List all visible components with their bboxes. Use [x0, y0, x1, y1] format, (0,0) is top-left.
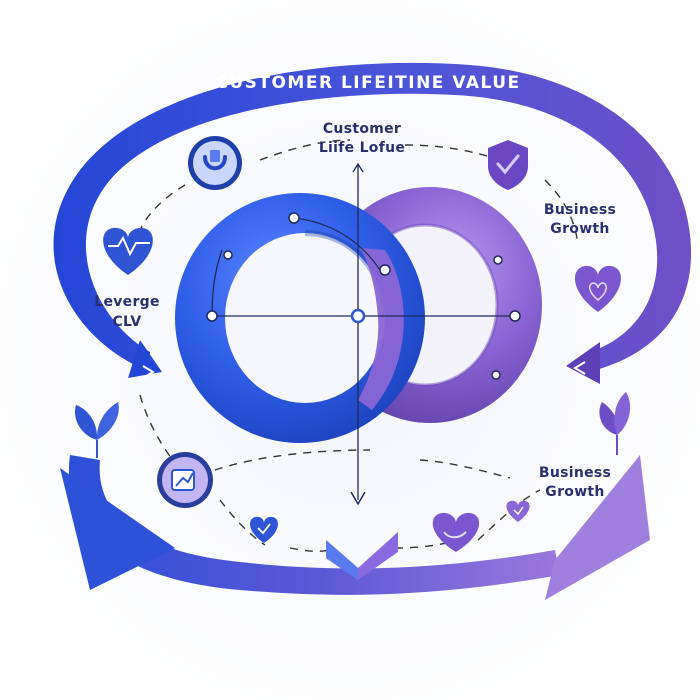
chevron-down-icon [326, 532, 398, 580]
leaf-left-icon [74, 402, 119, 458]
right-top-label-line2: Growth [550, 221, 609, 237]
right-arrow-marker [573, 361, 586, 375]
center-label-line1: Customer [323, 121, 401, 137]
left-label-line2: CLV [112, 314, 141, 330]
left-arrow-marker [142, 365, 155, 379]
bottom-arc [68, 455, 560, 595]
leaf-right-icon [599, 392, 631, 455]
left-label-line1: Leverge [94, 294, 160, 310]
axis-arrow-bottom [350, 491, 366, 506]
bottom-arc-right-head [545, 455, 650, 600]
center-label: Customer Liife Lofue [319, 121, 405, 156]
top-arc [53, 62, 692, 372]
right-top-label: Business Growth [544, 202, 616, 237]
axis-arrow-top [352, 162, 364, 173]
heart-pulse-icon [103, 227, 153, 275]
heart-icon [575, 265, 621, 312]
blue-ring [175, 193, 425, 443]
heart-check-icon [432, 512, 480, 552]
top-arc-left-head [128, 340, 162, 378]
right-top-label-line1: Business [544, 202, 616, 218]
left-label: Leverge CLV [94, 294, 160, 330]
magnet-icon [188, 136, 242, 190]
right-bottom-label-line2: Growth [545, 484, 604, 500]
heart-small-icon [250, 516, 278, 543]
leaf-heart-icon [506, 500, 530, 522]
shield-check-icon [488, 140, 528, 190]
ring-nodes [206, 212, 521, 380]
right-bottom-label-line1: Business [539, 465, 611, 481]
center-label-line2: Liife Lofue [319, 140, 405, 156]
chart-badge-icon [157, 452, 213, 508]
diagram-title: CUSTOMER LIFEITINE VALUE [215, 73, 520, 93]
bottom-arc-left-head [60, 468, 175, 590]
right-bottom-label: Business Growth [539, 465, 611, 500]
